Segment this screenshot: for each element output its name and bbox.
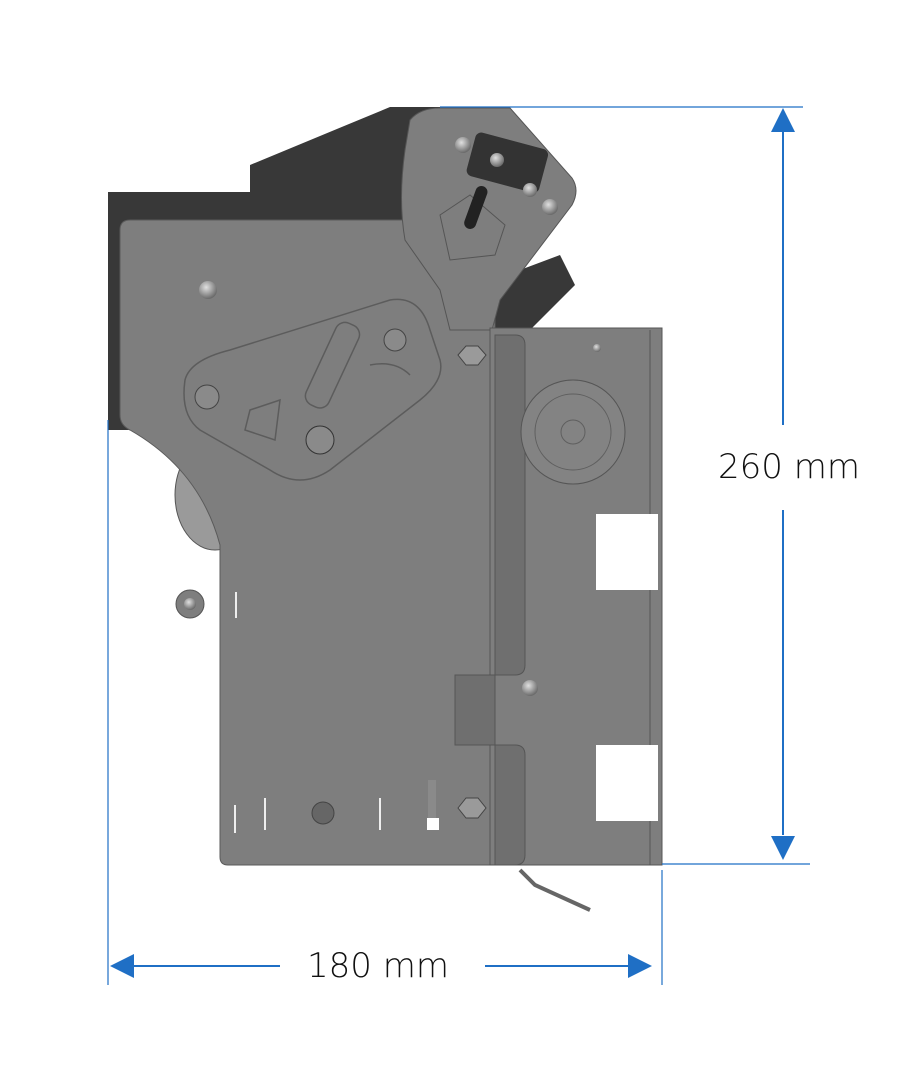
- arrow-right-icon: [628, 954, 652, 978]
- pivot-pin: [383, 328, 407, 352]
- arrow-up-icon: [771, 108, 795, 132]
- arrow-down-icon: [771, 836, 795, 860]
- dimension-lines: [107, 106, 810, 985]
- bolt-icon: [455, 137, 471, 153]
- round-cover: [520, 379, 626, 485]
- bolt-icon: [490, 153, 504, 167]
- pivot-pin: [305, 425, 335, 455]
- spring-wire: [518, 868, 591, 912]
- linkage-plate: [183, 298, 442, 481]
- screw-socket: [311, 801, 335, 825]
- bolt-icon: [523, 183, 537, 197]
- hex-nut: [457, 345, 487, 366]
- pivot-pin: [194, 384, 220, 410]
- bolt-icon: [522, 680, 538, 696]
- height-dimension-label: 260 mm: [718, 447, 860, 487]
- main-plate: [119, 219, 496, 866]
- cutout-upper: [596, 514, 658, 590]
- bolt-icon: [184, 598, 196, 610]
- threaded-rod: [464, 185, 488, 229]
- arrow-left-icon: [110, 954, 134, 978]
- bottom-fasteners: [234, 592, 381, 833]
- hex-nut: [457, 797, 487, 819]
- bolt-icon: [542, 199, 558, 215]
- right-housing: [454, 327, 663, 912]
- width-dimension-label: 180 mm: [307, 946, 449, 986]
- cutout-lower: [596, 745, 658, 821]
- latch-block: [466, 132, 549, 193]
- bolt-vertical: [428, 780, 436, 822]
- bolt-icon: [199, 281, 217, 299]
